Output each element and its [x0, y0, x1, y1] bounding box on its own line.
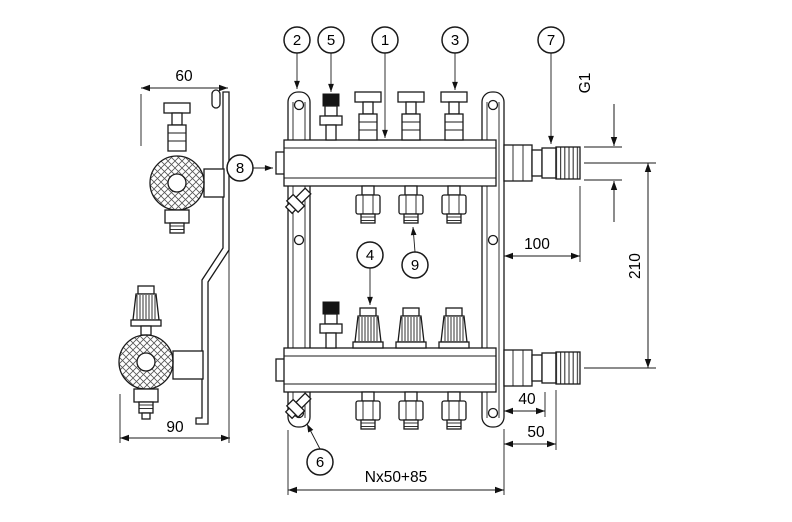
dim-label-total: Nx50+85	[365, 469, 427, 486]
callout-5: 5	[317, 26, 345, 92]
dim-label-60: 60	[175, 68, 193, 85]
callout-9: 9	[401, 226, 429, 279]
dimension-depth-top: 60	[140, 68, 228, 146]
callout-3-label: 3	[451, 32, 459, 49]
union-nut-hub	[136, 352, 156, 372]
side-view	[118, 89, 230, 443]
callout-3: 3	[441, 26, 469, 90]
callout-7: 7	[537, 26, 565, 144]
dim-label-g1: G1	[577, 73, 594, 94]
callout-6: 6	[306, 423, 334, 476]
bracket-hole	[293, 99, 305, 111]
union-outlet-bottom-1	[355, 391, 381, 430]
thermo-valve-3	[438, 307, 470, 349]
union-outlet-top-3	[441, 185, 467, 224]
beam-clamp	[172, 350, 204, 380]
union-outlet-top-1	[355, 185, 381, 224]
callouts: 2 5 1 3 7 8 4	[226, 26, 565, 476]
union-outlet-bottom-2	[398, 391, 424, 430]
callout-9-label: 9	[411, 257, 419, 274]
mounting-bracket-profile	[195, 91, 230, 425]
dim-label-40: 40	[518, 391, 536, 408]
bracket-hole	[487, 407, 499, 419]
dim-label-90: 90	[166, 419, 184, 436]
ball-valve-bottom	[503, 349, 581, 387]
dimension-depth-bottom: 90	[119, 394, 230, 443]
thermo-valve-2	[395, 307, 427, 349]
bracket-hole	[487, 234, 499, 246]
side-top-valve-assembly	[149, 102, 225, 234]
top-manifold-beam	[283, 139, 497, 187]
union-outlet-top-2	[398, 185, 424, 224]
dimension-40: 40	[504, 391, 546, 417]
bracket-hole	[487, 99, 499, 111]
beam-clamp	[203, 168, 225, 198]
union-outlet-bottom-3	[441, 391, 467, 430]
dimension-50: 50	[504, 390, 557, 450]
callout-8: 8	[226, 154, 273, 182]
air-vent-top	[319, 93, 343, 141]
flow-meter-1	[354, 91, 382, 141]
callout-8-label: 8	[236, 160, 244, 177]
flow-meter-2	[397, 91, 425, 141]
callout-1-label: 1	[381, 32, 389, 49]
front-view	[275, 91, 581, 430]
dim-label-50: 50	[527, 424, 545, 441]
bracket-hole	[293, 234, 305, 246]
callout-5-label: 5	[327, 32, 335, 49]
side-bottom-valve-assembly	[118, 285, 204, 420]
callout-6-label: 6	[316, 454, 324, 471]
dimension-thread-g1: G1	[577, 73, 622, 222]
flow-meter-3	[440, 91, 468, 141]
callout-2-label: 2	[293, 32, 301, 49]
dimension-port-distance: 210	[584, 162, 656, 369]
callout-1: 1	[371, 26, 399, 138]
dim-label-100: 100	[524, 236, 550, 253]
air-vent-bottom	[319, 301, 343, 349]
dimensions: 60 90 G1 100 210 40	[119, 68, 656, 495]
thermo-valve-1	[352, 307, 384, 349]
callout-2: 2	[283, 26, 311, 89]
bottom-manifold-beam	[283, 347, 497, 393]
union-nut-hub	[167, 173, 187, 193]
dimension-total-length: Nx50+85	[287, 429, 505, 495]
callout-4: 4	[356, 241, 384, 305]
dimension-valve-length: 100	[504, 186, 581, 262]
callout-4-label: 4	[366, 247, 374, 264]
callout-7-label: 7	[547, 32, 555, 49]
bracket-hook-slot	[211, 89, 221, 109]
ball-valve-top	[503, 144, 581, 182]
dim-label-210: 210	[627, 253, 644, 279]
